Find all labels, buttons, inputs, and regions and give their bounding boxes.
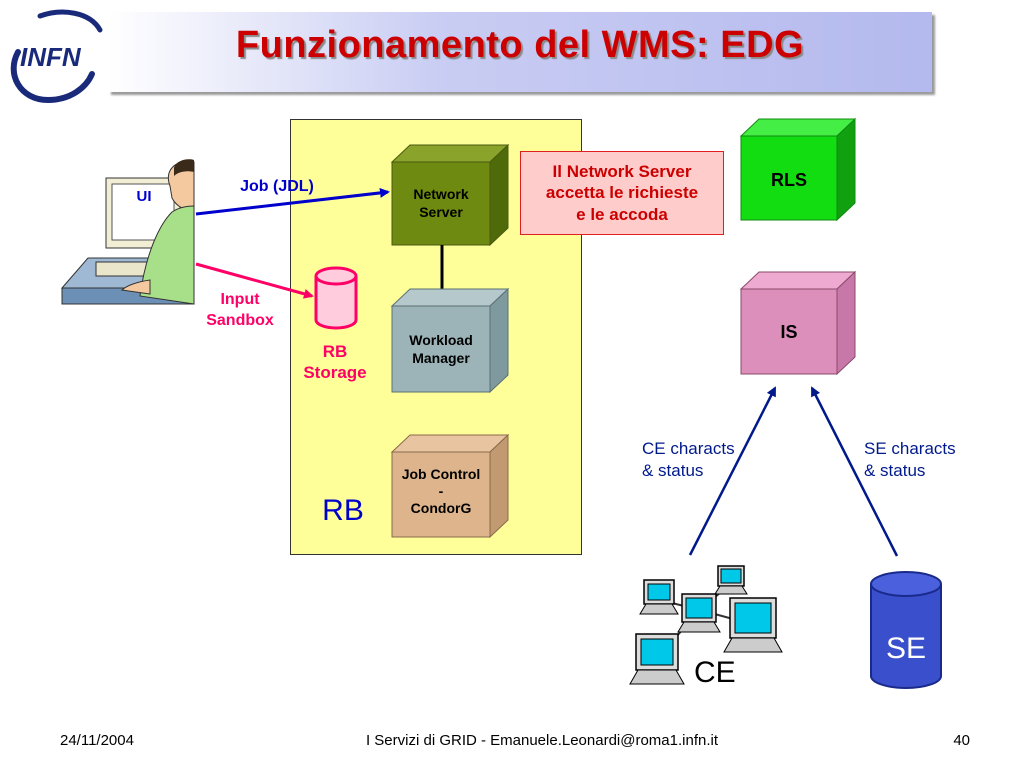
title-bar [108,12,932,92]
footer-center-text: I Servizi di GRID - Emanuele.Leonardi@ro… [365,732,719,749]
rls-label: RLS [771,170,807,190]
input-sandbox-label: Input Sandbox [206,291,274,329]
footer-date: 24/11/2004 [60,732,134,749]
job-jdl-label: Job (JDL) [240,178,314,195]
infn-logo-graphic: INFN [10,9,103,104]
input-sandbox-arrow [195,262,314,299]
infn-logo: INFN [0,4,108,108]
workload-manager-label: Workload Manager [409,332,473,367]
is-label: IS [780,322,798,342]
slide-title: Funzionamento del WMS: EDG [235,24,805,66]
rb-storage-label: RB Storage [303,342,367,383]
ce-to-is-arrow [688,386,777,556]
network-server-label: Network Server [413,186,469,220]
se-label: SE [885,632,927,665]
se-to-is-arrow [810,386,899,557]
slide-number: 40 [953,732,970,749]
rb-label: RB [322,494,364,527]
job-control-label: Job Control - CondorG [401,466,481,517]
logo-text: INFN [20,42,82,72]
workload-manager-cube [390,287,510,394]
rb-storage-cylinder [314,266,358,330]
ce-characts-label: CE characts & status [642,439,735,481]
job-control-cube [390,433,510,539]
job-jdl-arrow [195,187,390,216]
network-server-callout: Il Network Server accetta le richieste e… [520,151,724,235]
se-characts-label: SE characts & status [864,439,956,481]
ui-label: UI [137,188,152,205]
rls-cube [739,117,857,222]
ce-label: CE [694,656,736,689]
ce-computers-icon [629,565,783,685]
se-storage-cylinder [870,571,942,689]
ui-user-computer-icon [60,159,195,305]
callout-text: Il Network Server accetta le richieste e… [545,162,699,224]
is-cube [739,270,857,376]
